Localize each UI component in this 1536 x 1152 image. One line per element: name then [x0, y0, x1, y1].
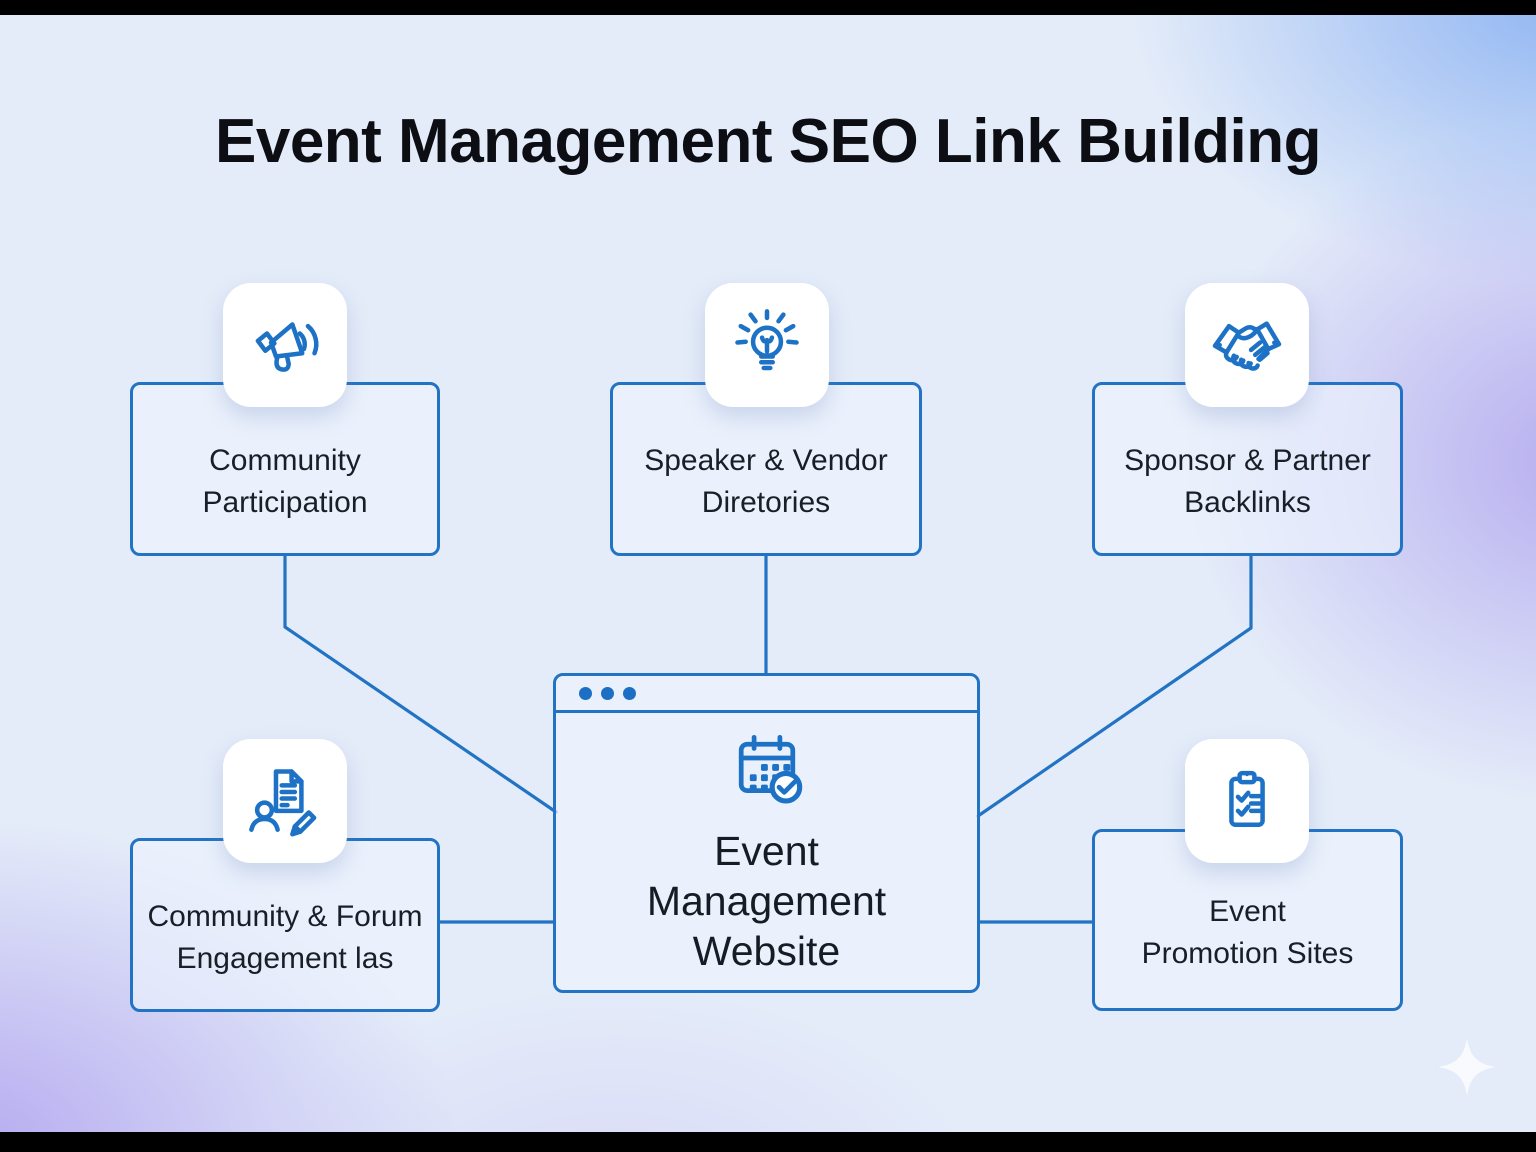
letterbox-bottom — [0, 1132, 1536, 1152]
node-label-line: Community — [209, 444, 361, 477]
lightbulb-icon — [705, 283, 829, 407]
node-speaker-vendor-directories: Speaker & Vendor Diretories — [610, 382, 922, 556]
calendar-check-icon — [724, 727, 810, 818]
clipboard-checklist-icon — [1185, 739, 1309, 863]
node-label-line: Diretories — [701, 486, 831, 519]
node-label: Community Participation — [202, 440, 367, 524]
node-label-line: Management — [646, 877, 887, 924]
writing-person-document-icon — [223, 739, 347, 863]
node-label-line: Community & Forum — [147, 900, 423, 933]
node-label-line: Event — [1209, 895, 1286, 928]
node-label: Event Management Website — [647, 826, 886, 976]
page-title: Event Management SEO Link Building — [214, 107, 1322, 176]
handshake-icon — [1185, 283, 1309, 407]
node-sponsor-partner-backlinks: Sponsor & Partner Backlinks — [1092, 382, 1403, 556]
node-community-participation: Community Participation — [130, 382, 440, 556]
node-event-management-website: Event Management Website — [553, 673, 980, 993]
sparkle-icon — [1436, 1036, 1498, 1098]
node-label-line: Speaker & Vendor — [644, 444, 888, 477]
node-label: Community & Forum Engagement las — [147, 896, 422, 980]
node-label-line: Sponsor & Partner — [1124, 444, 1371, 477]
node-label-line: Promotion Sites — [1141, 937, 1354, 970]
letterbox-top — [0, 0, 1536, 15]
window-dot-icon — [579, 686, 592, 700]
browser-window-titlebar — [556, 676, 977, 713]
window-dot-icon — [601, 686, 614, 700]
node-label: Sponsor & Partner Backlinks — [1124, 440, 1371, 524]
browser-window-body: Event Management Website — [556, 713, 977, 990]
node-community-forum-engagement: Community & Forum Engagement las — [130, 838, 440, 1012]
megaphone-icon — [223, 283, 347, 407]
node-label: Speaker & Vendor Diretories — [644, 440, 888, 524]
node-label-line: Participation — [202, 486, 368, 519]
node-label-line: Engagement las — [176, 942, 394, 975]
connector-top-left — [283, 554, 558, 814]
connector-top-right — [976, 554, 1253, 818]
window-dot-icon — [623, 686, 636, 700]
node-label-line: Website — [692, 928, 841, 974]
node-label-line: Event — [714, 827, 819, 874]
node-label-line: Backlinks — [1184, 486, 1311, 519]
node-label: Event Promotion Sites — [1142, 891, 1354, 975]
